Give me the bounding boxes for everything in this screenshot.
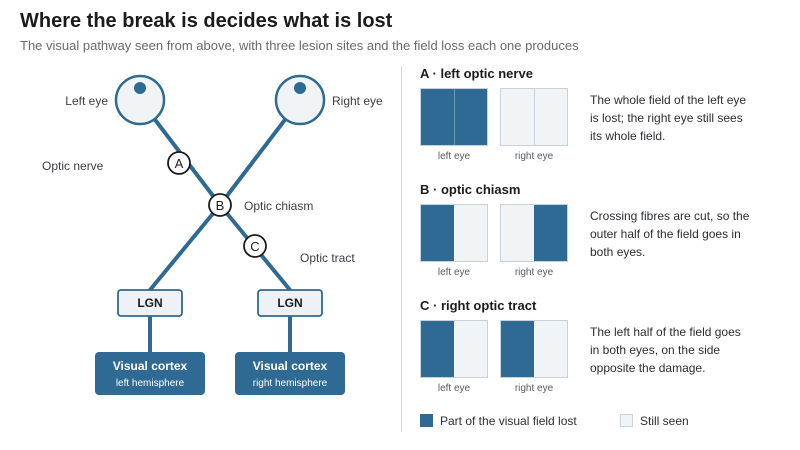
panel-b-right-eye-label: right eye — [514, 267, 554, 278]
legend-lost-label: Part of the visual field lost — [440, 414, 577, 428]
panel-a-description: The whole field of the left eye is lost;… — [590, 93, 747, 143]
panel-a-right-eye-left-half — [501, 89, 534, 145]
cortex-right: Visual cortex right hemisphere — [235, 352, 345, 395]
right-eye-icon — [274, 74, 326, 126]
panel-c-left-eye-left-half — [421, 321, 454, 377]
cortex-right-title: Visual cortex — [253, 359, 328, 373]
panel-b-right-eye-field — [500, 204, 568, 262]
panel-c-left-eye-field — [420, 320, 488, 378]
lgn-right-label: LGN — [277, 296, 302, 310]
panel-a-left-eye-left-half — [421, 89, 454, 145]
optic-tract-label: Optic tract — [300, 251, 355, 265]
panel-a-right-eye-label: right eye — [514, 151, 554, 162]
optic-nerve-label: Optic nerve — [42, 159, 104, 173]
lgn-right: LGN — [257, 289, 323, 317]
panel-a-left-eye-right-half — [454, 89, 487, 145]
section-divider — [401, 66, 402, 432]
lgn-left: LGN — [117, 289, 183, 317]
panel-b-right-eye-right-half — [534, 205, 567, 261]
panel-c-right-eye-field — [500, 320, 568, 378]
marker-c: C — [243, 234, 267, 258]
optic-chiasm-label: Optic chiasm — [244, 199, 313, 213]
panel-b-left-eye-left-half — [421, 205, 454, 261]
panel-b-left-eye-field — [420, 204, 488, 262]
cortex-left-title: Visual cortex — [113, 359, 188, 373]
marker-b-label: B — [216, 198, 225, 213]
panel-c-right-eye-left-half — [501, 321, 534, 377]
panel-c-left-eye-right-half — [454, 321, 487, 377]
marker-a-label: A — [175, 156, 184, 171]
panel-b-right-eye-left-half — [501, 205, 534, 261]
panel-b-left-eye-right-half — [454, 205, 487, 261]
panel-c-heading: C · right optic tract — [420, 298, 537, 313]
panel-a-left-eye-field — [420, 88, 488, 146]
panel-a-heading: A · left optic nerve — [420, 66, 533, 81]
panel-a-left-eye-label: left eye — [437, 151, 471, 162]
marker-a: A — [167, 151, 191, 175]
marker-b: B — [208, 193, 232, 217]
panel-b-description: Crossing fibres are cut, so the outer ha… — [590, 209, 750, 259]
panel-b-heading: B · optic chiasm — [420, 182, 521, 197]
left-optic-tract-line — [148, 203, 222, 292]
cortex-right-subtitle: right hemisphere — [253, 378, 328, 389]
marker-c-label: C — [250, 239, 259, 254]
left-eye-label: Left eye — [65, 94, 108, 108]
panel-a-right-eye-field — [500, 88, 568, 146]
panel-c-left-eye-label: left eye — [437, 383, 471, 394]
panel-c-right-eye-right-half — [534, 321, 567, 377]
panel-a-right-eye-right-half — [534, 89, 567, 145]
right-eye-label: Right eye — [332, 94, 383, 108]
lgn-left-label: LGN — [137, 296, 162, 310]
panel-c-right-eye-label: right eye — [514, 383, 554, 394]
legend-seen-swatch — [620, 414, 633, 427]
left-eye-icon — [114, 74, 166, 126]
cortex-left: Visual cortex left hemisphere — [95, 352, 205, 395]
page-title: Where the break is decides what is lost — [20, 10, 393, 32]
page-subtitle: The visual pathway seen from above, with… — [20, 38, 579, 53]
panel-c-description: The left half of the field goes in both … — [590, 325, 741, 375]
legend-lost-swatch — [420, 414, 433, 427]
cortex-left-subtitle: left hemisphere — [116, 378, 185, 389]
legend-seen-label: Still seen — [640, 414, 689, 428]
panel-b-left-eye-label: left eye — [437, 267, 471, 278]
